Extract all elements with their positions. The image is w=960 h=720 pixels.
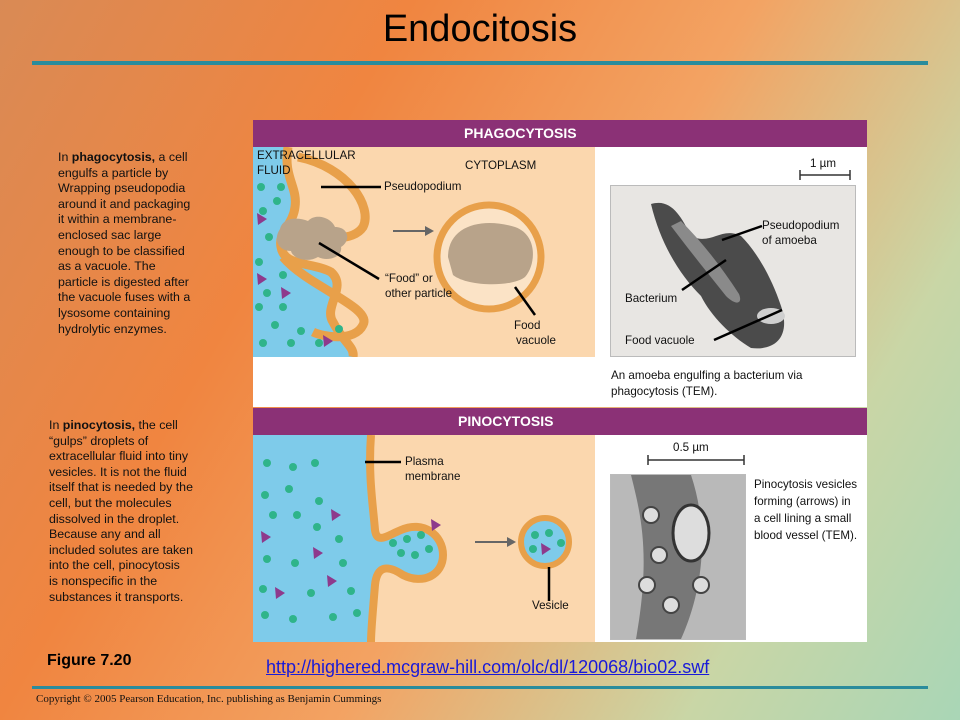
scale-05um: 0.5 µm	[673, 441, 709, 454]
pseudopodium-label: Pseudopodium	[384, 180, 462, 193]
copyright-notice: Copyright © 2005 Pearson Education, Inc.…	[36, 693, 382, 705]
vesicle-label: Vesicle	[532, 599, 569, 612]
pinocytosis-header: PINOCYTOSIS	[253, 408, 867, 435]
phagocytosis-description: In phagocytosis, a cell engulfs a partic…	[58, 150, 191, 336]
figure-label: Figure 7.20	[47, 652, 132, 669]
micrograph-pointers	[681, 170, 851, 342]
scale-1um: 1 µm	[810, 157, 837, 170]
bacterium-label: Bacterium	[625, 292, 678, 305]
pinocytosis-description: In pinocytosis, the cell “gulps” droplet…	[49, 418, 193, 604]
pinocytosis-diagram	[253, 435, 595, 642]
animation-link[interactable]: http://highered.mcgraw-hill.com/olc/dl/1…	[266, 657, 710, 677]
phagocytosis-diagram	[253, 147, 595, 357]
bottom-rule	[32, 686, 928, 689]
amoeba-micrograph	[610, 185, 856, 357]
cytoplasm-label: CYTOPLASM	[465, 159, 537, 172]
top-rule	[32, 61, 928, 65]
food-vacuole-micrograph-label: Food vacuole	[625, 334, 695, 347]
slide-title: Endocitosis	[382, 8, 578, 50]
phagocytosis-header: PHAGOCYTOSIS	[253, 120, 867, 147]
scale-bar-05um	[647, 455, 745, 465]
blood-vessel-micrograph	[610, 474, 746, 640]
